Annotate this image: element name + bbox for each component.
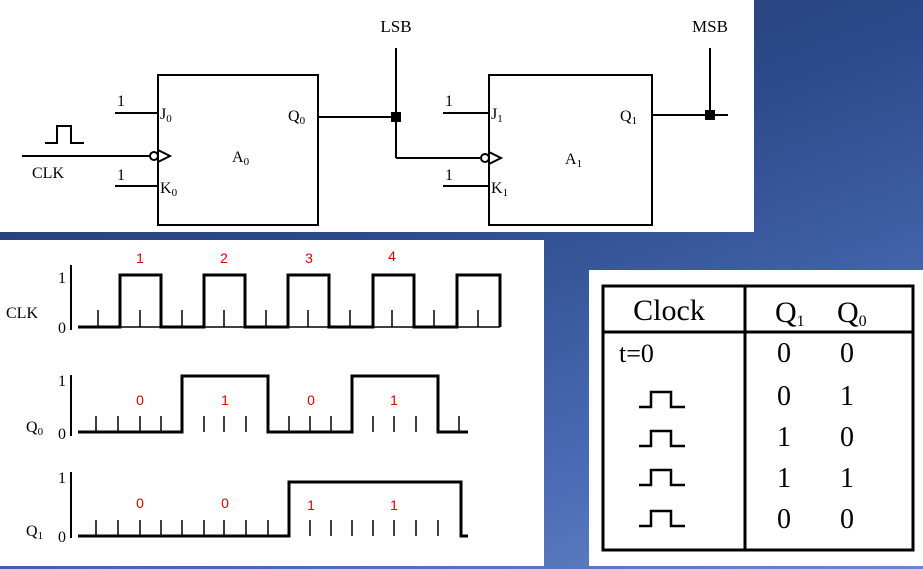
- q0-state-label: 1: [221, 392, 229, 408]
- q0-level-low: 0: [58, 426, 66, 443]
- table-cell-q1: 0: [777, 338, 791, 369]
- j1-input-value: 1: [445, 93, 453, 110]
- table-header-clock: Clock: [633, 294, 705, 327]
- q1-state-label: 1: [390, 497, 398, 513]
- table-row-t0-label: t=0: [619, 339, 654, 368]
- circuit-diagram-panel: LSB MSB CLK 1 1 J0 K0 Q0 A0 1 1 J1 K1 Q1…: [0, 0, 754, 232]
- clk-pulse-number: 4: [388, 248, 396, 264]
- q1-level-high: 1: [58, 470, 66, 487]
- k0-pin-label: K0: [160, 180, 178, 199]
- table-header-q0: Q0: [837, 296, 867, 330]
- clock-pulse-icon: [45, 125, 84, 144]
- flip-flop-a0-label: A0: [232, 149, 250, 168]
- q1-state-label: 1: [307, 497, 315, 513]
- q0-state-label: 0: [307, 392, 315, 408]
- clk-pulse-number: 3: [305, 250, 313, 266]
- table-cell-q1: 1: [777, 422, 791, 453]
- q0-state-label: 0: [136, 392, 144, 408]
- clk-waveform: [78, 273, 502, 329]
- table-cell-q0: 0: [840, 422, 854, 453]
- table-cell-q0: 0: [840, 338, 854, 369]
- flip-flop-a1: [488, 74, 653, 226]
- q1-state-label: 0: [221, 495, 229, 511]
- clk-level-high: 1: [58, 270, 66, 287]
- table-cell-q0: 1: [840, 381, 854, 412]
- j1-pin-label: J1: [491, 106, 503, 125]
- timing-diagram-panel: 1 0 CLK 1 2 3 4 1 0 Q0 0 1 0 1: [0, 240, 544, 566]
- table-cell-q1: 0: [777, 381, 791, 412]
- q1-level-low: 0: [58, 529, 66, 546]
- table-cell-q1: 1: [777, 463, 791, 494]
- table-cell-q1: 0: [777, 504, 791, 535]
- msb-junction-dot: [705, 110, 715, 120]
- q1-pin-label: Q1: [620, 108, 637, 127]
- count-sequence-table-panel: Clock Q1 Q0 t=0 0 0 0 1 1 0 1 1 0 0: [589, 270, 923, 566]
- j0-pin-label: J0: [160, 106, 172, 125]
- q0-pin-label: Q0: [288, 108, 306, 127]
- k0-input-value: 1: [117, 167, 125, 184]
- q1-signal-label: Q1: [26, 523, 43, 542]
- lsb-label: LSB: [380, 17, 411, 36]
- table-cell-q0: 0: [840, 504, 854, 535]
- q1-state-label: 0: [136, 495, 144, 511]
- clock-pulse-icon: [639, 509, 685, 528]
- lsb-junction-dot: [391, 112, 401, 122]
- clk-signal-label: CLK: [6, 305, 38, 322]
- clk-pulse-number: 1: [136, 250, 144, 266]
- clock-pulse-icon: [639, 468, 685, 487]
- clk-input-label: CLK: [32, 165, 64, 182]
- q0-state-label: 1: [390, 392, 398, 408]
- q0-signal-label: Q0: [26, 419, 44, 438]
- q1-waveform: [78, 480, 468, 538]
- clk-level-low: 0: [58, 320, 66, 337]
- msb-label: MSB: [692, 17, 728, 36]
- j0-input-value: 1: [117, 93, 125, 110]
- clock-pulse-icon: [639, 390, 685, 409]
- table-header-q1: Q1: [775, 296, 805, 330]
- k1-pin-label: K1: [491, 180, 508, 199]
- table-cell-q0: 1: [840, 463, 854, 494]
- clk-pulse-number: 2: [220, 250, 228, 266]
- flip-flop-a1-label: A1: [565, 151, 582, 170]
- clock-pulse-icon: [639, 429, 685, 448]
- q0-level-high: 1: [58, 373, 66, 390]
- k1-input-value: 1: [445, 167, 453, 184]
